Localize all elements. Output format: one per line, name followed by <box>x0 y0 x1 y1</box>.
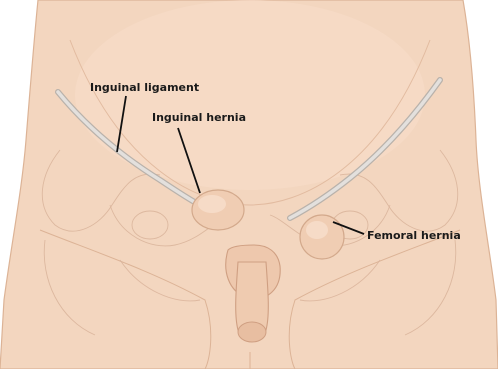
label-femoral-hernia: Femoral hernia <box>367 229 461 242</box>
inguinal-hernia-highlight <box>198 195 226 213</box>
femoral-hernia-highlight <box>306 221 328 239</box>
label-inguinal-hernia: Inguinal hernia <box>152 111 246 124</box>
label-inguinal-ligament: Inguinal ligament <box>90 81 199 94</box>
glans <box>238 322 266 342</box>
